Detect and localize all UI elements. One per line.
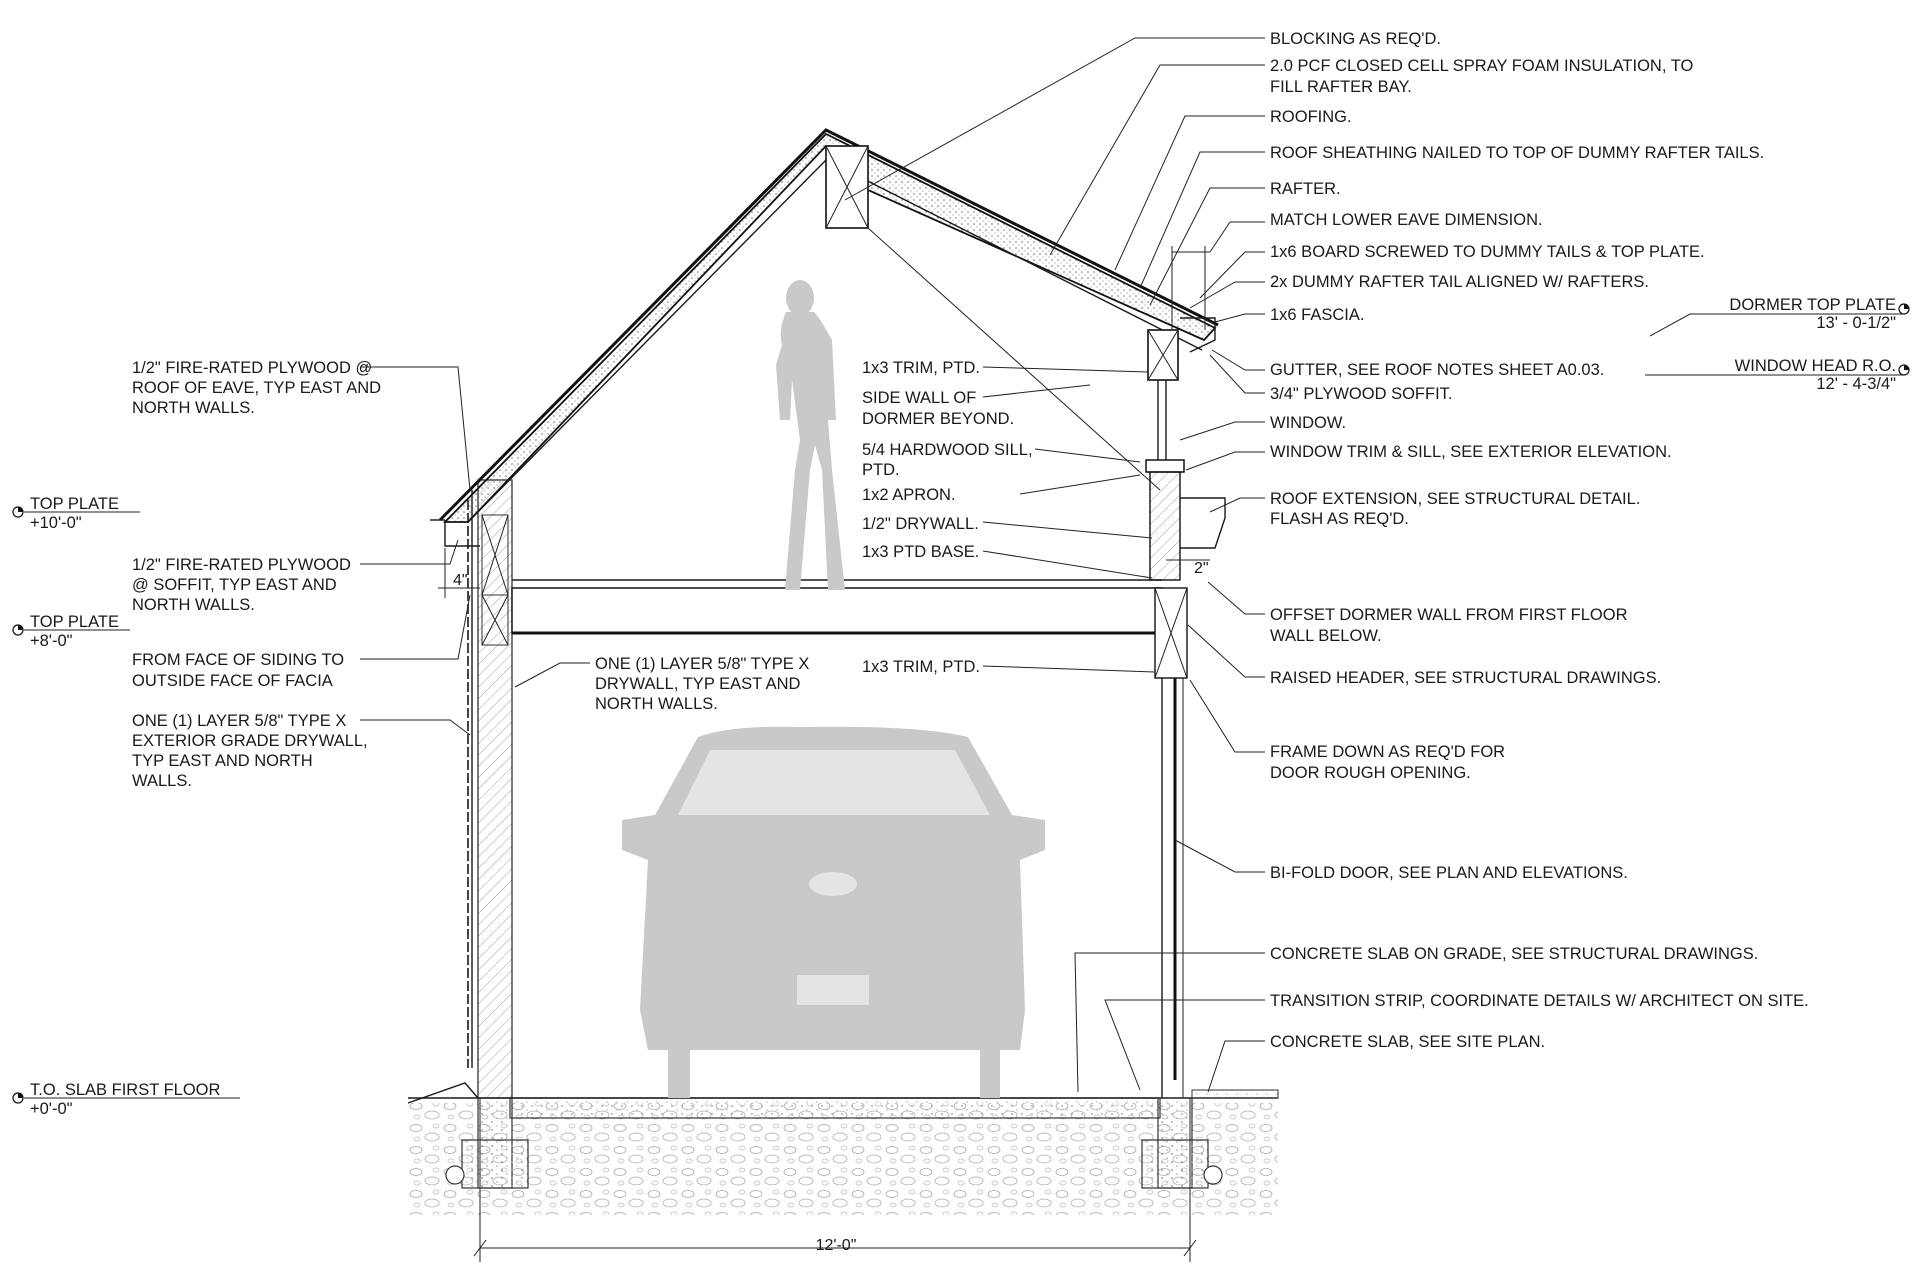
callout-spray-foam: 2.0 PCF CLOSED CELL SPRAY FOAM INSULATIO… [1270, 57, 1693, 75]
callout-gutter: GUTTER, SEE ROOF NOTES SHEET A0.03. [1270, 361, 1604, 379]
level-name: TOP PLATE [30, 495, 119, 513]
level-elev: 12' - 4-3/4" [1816, 375, 1896, 393]
callout-apron: 1x2 APRON. [862, 486, 956, 504]
callout-slab-on-grade: CONCRETE SLAB ON GRADE, SEE STRUCTURAL D… [1270, 945, 1758, 963]
left-wall [467, 479, 513, 1099]
callout-face-of-siding: FROM FACE OF SIDING TO [132, 651, 344, 669]
level-marker-top-plate-10: TOP PLATE +10'-0" [12, 495, 140, 532]
match-eave-dimension [1171, 221, 1265, 330]
callout-offset-dormer: OFFSET DORMER WALL FROM FIRST FLOOR [1270, 606, 1628, 624]
callout-fascia: 1x6 FASCIA. [1270, 306, 1364, 324]
truck-silhouette [622, 726, 1045, 1098]
dim-dormer-offset: 2" [1194, 560, 1209, 577]
callout-frame-down: FRAME DOWN AS REQ'D FOR [1270, 743, 1505, 761]
callouts-left: 1/2" FIRE-RATED PLYWOOD @ ROOF OF EAVE, … [132, 359, 381, 790]
callouts-interior: ONE (1) LAYER 5/8" TYPE X DRYWALL, TYP E… [595, 359, 1033, 713]
callout-blocking: BLOCKING AS REQ'D. [1270, 30, 1441, 48]
callout-soffit: 3/4" PLYWOOD SOFFIT. [1270, 385, 1453, 403]
callout-interior-drywall-line2: DRYWALL, TYP EAST AND [595, 675, 800, 693]
level-name: DORMER TOP PLATE [1729, 296, 1896, 314]
dim-overall-width: 12'-0" [816, 1237, 857, 1254]
callout-side-wall-dormer: SIDE WALL OF [862, 389, 976, 407]
callout-ptd-base: 1x3 PTD BASE. [862, 543, 979, 561]
callout-fr-plywood-roof: 1/2" FIRE-RATED PLYWOOD @ [132, 359, 372, 377]
callout-spray-foam-line2: FILL RAFTER BAY. [1270, 78, 1412, 96]
dormer-offset-dimension: 2" [1166, 559, 1210, 577]
level-elev: +8'-0" [30, 632, 73, 650]
callout-roofing: ROOFING. [1270, 108, 1352, 126]
callout-exterior-drywall: ONE (1) LAYER 5/8" TYPE X [132, 712, 346, 730]
callout-raised-header: RAISED HEADER, SEE STRUCTURAL DRAWINGS. [1270, 669, 1661, 687]
level-marker-dormer-top-plate: DORMER TOP PLATE 13' - 0-1/2" [1649, 296, 1910, 337]
callout-window: WINDOW. [1270, 414, 1346, 432]
dormer-wall [1145, 317, 1226, 1098]
callout-interior-drywall: ONE (1) LAYER 5/8" TYPE X [595, 655, 809, 673]
callout-face-of-siding-line2: OUTSIDE FACE OF FACIA [132, 672, 333, 690]
callout-fr-plywood-soffit: 1/2" FIRE-RATED PLYWOOD [132, 556, 351, 574]
callout-match-eave: MATCH LOWER EAVE DIMENSION. [1270, 211, 1543, 229]
callout-bifold-door: BI-FOLD DOOR, SEE PLAN AND ELEVATIONS. [1270, 864, 1628, 882]
roof [430, 128, 1219, 547]
callout-rafter: RAFTER. [1270, 180, 1341, 198]
callout-1x3-trim-lower: 1x3 TRIM, PTD. [862, 658, 980, 676]
callout-concrete-slab: CONCRETE SLAB, SEE SITE PLAN. [1270, 1033, 1545, 1051]
foundation [407, 1082, 1279, 1215]
callout-half-drywall: 1/2" DRYWALL. [862, 515, 979, 533]
callout-fr-plywood-soffit-line3: NORTH WALLS. [132, 596, 255, 614]
callout-hardwood-sill: 5/4 HARDWOOD SILL, [862, 441, 1033, 459]
level-marker-window-head: WINDOW HEAD R.O. 12' - 4-3/4" [1645, 357, 1910, 393]
level-elev: +0'-0" [30, 1100, 73, 1118]
callout-frame-down-line2: DOOR ROUGH OPENING. [1270, 764, 1471, 782]
level-marker-top-plate-8: TOP PLATE +8'-0" [12, 613, 130, 650]
callout-side-wall-dormer-line2: DORMER BEYOND. [862, 410, 1014, 428]
callout-roof-extension: ROOF EXTENSION, SEE STRUCTURAL DETAIL. [1270, 490, 1640, 508]
callouts-right: BLOCKING AS REQ'D. 2.0 PCF CLOSED CELL S… [1270, 30, 1809, 1051]
callout-exterior-drywall-line4: WALLS. [132, 772, 192, 790]
dim-eave-offset: 4" [453, 572, 468, 589]
callout-exterior-drywall-line2: EXTERIOR GRADE DRYWALL, [132, 732, 368, 750]
level-markers: TOP PLATE +10'-0" TOP PLATE +8'-0" T.O. … [12, 296, 1910, 1118]
callout-window-trim: WINDOW TRIM & SILL, SEE EXTERIOR ELEVATI… [1270, 443, 1672, 461]
callout-fr-plywood-roof-line3: NORTH WALLS. [132, 399, 255, 417]
leaders-right [844, 37, 1265, 1093]
level-name: TOP PLATE [30, 613, 119, 631]
callout-fr-plywood-soffit-line2: @ SOFFIT, TYP EAST AND [132, 576, 337, 594]
level-name: WINDOW HEAD R.O. [1735, 357, 1896, 375]
callout-interior-drywall-line3: NORTH WALLS. [595, 695, 718, 713]
leaders-left [360, 366, 1156, 736]
callout-offset-dormer-line2: WALL BELOW. [1270, 627, 1382, 645]
callout-1x6-board: 1x6 BOARD SCREWED TO DUMMY TAILS & TOP P… [1270, 243, 1705, 261]
callout-dummy-rafter: 2x DUMMY RAFTER TAIL ALIGNED W/ RAFTERS. [1270, 273, 1649, 291]
callout-transition-strip: TRANSITION STRIP, COORDINATE DETAILS W/ … [1270, 992, 1809, 1010]
level-elev: 13' - 0-1/2" [1816, 314, 1896, 332]
callout-hardwood-sill-line2: PTD. [862, 461, 900, 479]
callout-fr-plywood-roof-line2: ROOF OF EAVE, TYP EAST AND [132, 379, 381, 397]
callout-exterior-drywall-line3: TYP EAST AND NORTH [132, 752, 313, 770]
person-silhouette [776, 280, 845, 590]
callout-roof-extension-line2: FLASH AS REQ'D. [1270, 510, 1409, 528]
overall-width-dimension: 12'-0" [473, 1098, 1197, 1262]
callout-1x3-trim-upper: 1x3 TRIM, PTD. [862, 359, 980, 377]
eave-dimension: 4" [438, 548, 480, 598]
level-elev: +10'-0" [30, 514, 82, 532]
level-marker-slab: T.O. SLAB FIRST FLOOR +0'-0" [12, 1081, 240, 1118]
level-name: T.O. SLAB FIRST FLOOR [30, 1081, 220, 1099]
callout-roof-sheathing: ROOF SHEATHING NAILED TO TOP OF DUMMY RA… [1270, 144, 1764, 162]
